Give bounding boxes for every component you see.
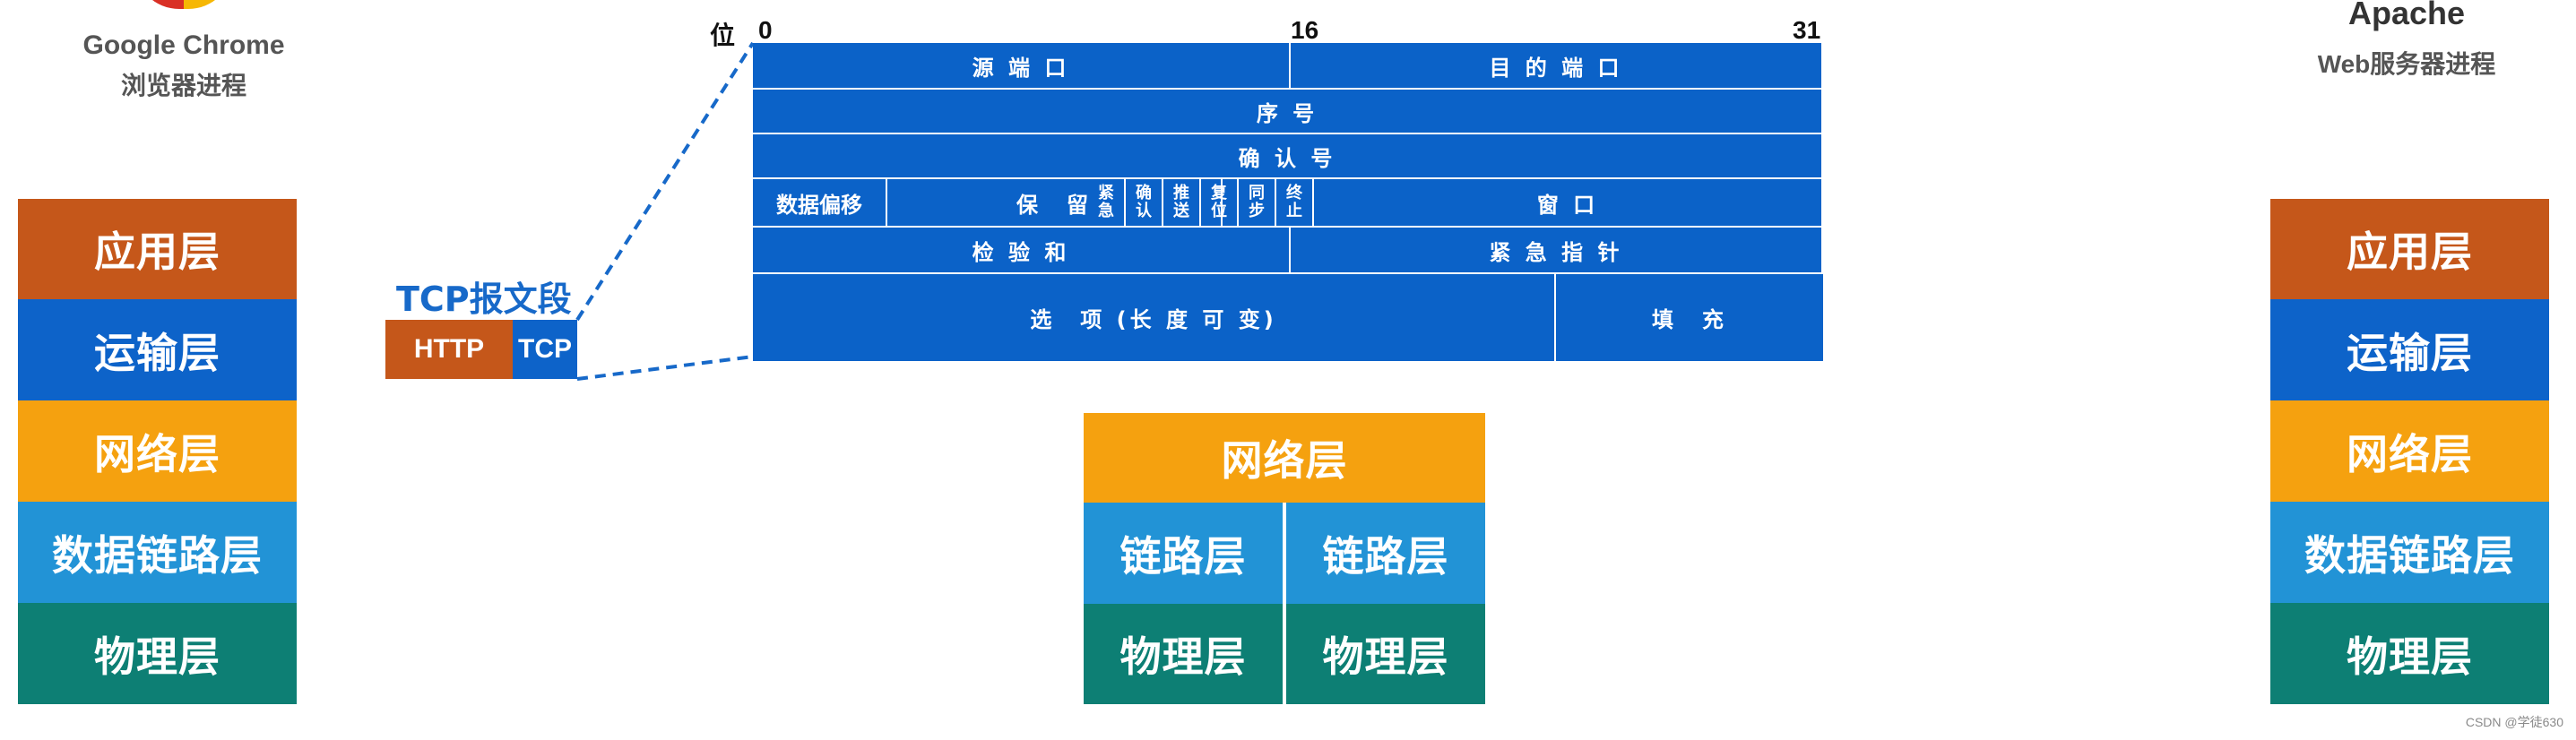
flag-syn: 同步 <box>1239 179 1276 228</box>
server-app-title: Apache <box>2347 0 2466 31</box>
router-network-layer: 网络层 <box>1084 413 1485 503</box>
sequence-number-field: 序 号 <box>753 90 1823 134</box>
client-app-title: Google Chrome <box>82 30 285 60</box>
source-port-field: 源 端 口 <box>753 43 1291 90</box>
server-network-layer: 网络层 <box>2270 400 2549 502</box>
flag-psh: 推送 <box>1163 179 1201 228</box>
options-field: 选 项 (长 度 可 变) <box>753 274 1556 361</box>
server-transport-layer: 运输层 <box>2270 299 2549 400</box>
ack-number-field: 确 认 号 <box>753 134 1823 179</box>
bit-16-label: 16 <box>1291 16 1319 44</box>
client-application-layer: 应用层 <box>18 199 297 299</box>
client-network-layer: 网络层 <box>18 400 297 502</box>
flag-rst: 复位 <box>1201 179 1239 228</box>
data-offset-field: 数据偏移 <box>753 179 887 228</box>
window-field: 窗 口 <box>1314 179 1823 228</box>
checksum-field: 检 验 和 <box>753 228 1291 274</box>
chrome-icon <box>134 0 233 9</box>
server-process-label: Web服务器进程 <box>2317 50 2496 78</box>
tcp-segment-title: TCP报文段 <box>396 280 572 319</box>
server-datalink-layer: 数据链路层 <box>2270 502 2549 603</box>
router-physical-layer-right: 物理层 <box>1286 604 1485 704</box>
reserved-field: 保 留 <box>887 179 1223 228</box>
router-physical-layer-left: 物理层 <box>1084 604 1283 704</box>
destination-port-field: 目 的 端 口 <box>1291 43 1823 90</box>
watermark-text: CSDN @学徒630 <box>2465 715 2563 729</box>
tcp-header-block: TCP <box>513 320 577 379</box>
tcp-header-format-table: 源 端 口 目 的 端 口 序 号 确 认 号 数据偏移 保 留 紧急 确认 推… <box>753 43 1823 361</box>
router-link-layer-right: 链路层 <box>1286 503 1485 604</box>
server-application-layer: 应用层 <box>2270 199 2549 299</box>
http-payload-block: HTTP <box>385 320 513 379</box>
flag-urg: 紧急 <box>1088 179 1126 228</box>
client-process-label: 浏览器进程 <box>120 72 246 99</box>
bit-31-label: 31 <box>1793 16 1821 44</box>
urgent-pointer-field: 紧 急 指 针 <box>1291 228 1823 274</box>
router-link-layer-left: 链路层 <box>1084 503 1283 604</box>
bit-0-label: 0 <box>758 16 773 44</box>
server-physical-layer: 物理层 <box>2270 603 2549 704</box>
padding-field: 填 充 <box>1652 307 1727 332</box>
flag-ack: 确认 <box>1126 179 1163 228</box>
client-physical-layer: 物理层 <box>18 603 297 704</box>
flag-fin: 终止 <box>1276 179 1314 228</box>
client-datalink-layer: 数据链路层 <box>18 502 297 603</box>
bit-axis-label: 位 <box>710 22 736 49</box>
client-transport-layer: 运输层 <box>18 299 297 400</box>
